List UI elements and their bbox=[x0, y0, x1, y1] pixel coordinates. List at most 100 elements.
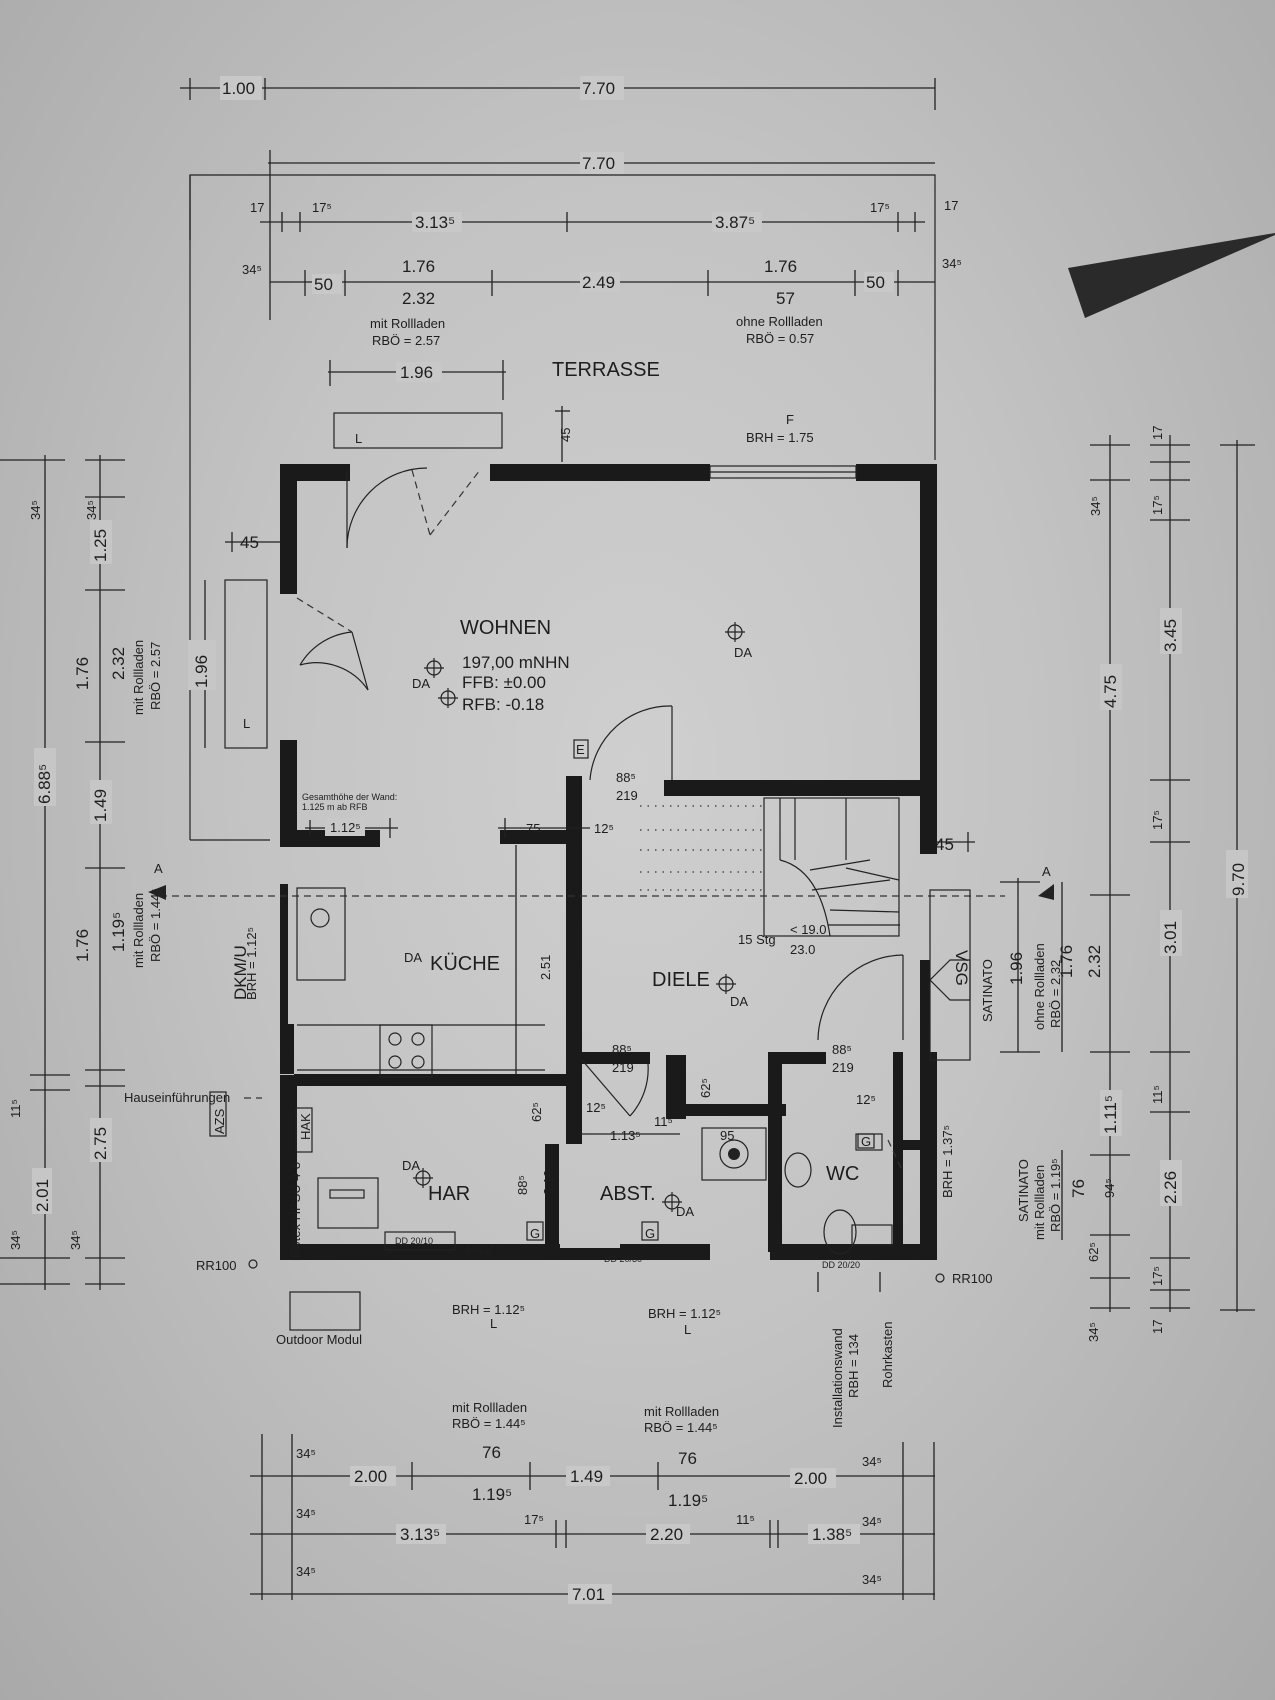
dim-95: 95 bbox=[720, 1128, 734, 1143]
dim-side-45: 45 bbox=[240, 533, 259, 552]
left-window2-rbo: RBÖ = 1.44⁵ bbox=[148, 888, 163, 962]
burner-icon bbox=[388, 1055, 402, 1069]
dim-50-right: 50 bbox=[866, 273, 885, 292]
section-arrow-right-icon bbox=[1038, 884, 1054, 900]
dim-2-00-left: 2.00 bbox=[354, 1467, 387, 1486]
top-dimensions: 1.00 7.70 7.70 17 17⁵ 3.13⁵ 3.87⁵ 17⁵ 17… bbox=[180, 76, 962, 462]
marker-l-abst: L bbox=[684, 1322, 691, 1337]
dim-left-inner-34-5: 34⁵ bbox=[84, 500, 99, 520]
outdoor-unit bbox=[289, 1291, 361, 1331]
g-box-abst bbox=[641, 1221, 659, 1241]
dim-17-left: 17 bbox=[250, 200, 264, 215]
g-box-har bbox=[526, 1221, 544, 1241]
bottom-win2-76: 76 bbox=[678, 1449, 697, 1468]
doors bbox=[296, 467, 904, 1171]
marker-l-west: L bbox=[243, 716, 250, 731]
rotex-unit-label: Rotex HPSU 4-8 bbox=[288, 1162, 303, 1258]
dim-17-5-left: 17⁵ bbox=[312, 200, 332, 215]
room-diele: DIELE bbox=[652, 969, 710, 991]
da-diele: DA bbox=[730, 994, 748, 1009]
wall-note-1: Gesamthöhe der Wand: bbox=[302, 792, 397, 802]
room-har: HAR bbox=[428, 1183, 470, 1205]
room-wc: WC bbox=[826, 1163, 859, 1185]
dim-34-5-tr: 34⁵ bbox=[942, 256, 962, 271]
dim-r2-17-5-b: 17⁵ bbox=[1150, 810, 1165, 830]
dim-1-76-right: 1.76 bbox=[764, 257, 797, 276]
vsg-frame bbox=[929, 889, 971, 1061]
dim-1-76-left-b: 1.76 bbox=[73, 929, 92, 962]
section-arrow-left-icon bbox=[148, 885, 166, 900]
door-wc-88: 88⁵ bbox=[832, 1042, 852, 1057]
wohnen-elevation: 197,00 mNHN bbox=[462, 653, 570, 672]
dim-1-76-left: 1.76 bbox=[402, 257, 435, 276]
door-wc-219: 219 bbox=[832, 1060, 854, 1075]
dim-17-right: 17 bbox=[944, 198, 958, 213]
dkmu-label: DKM/U bbox=[231, 945, 250, 1000]
room-abst: ABST. bbox=[600, 1183, 656, 1205]
dim-r-76: 76 bbox=[1069, 1179, 1088, 1198]
heat-pump-unit bbox=[317, 1177, 379, 1229]
azs-box bbox=[209, 1091, 227, 1137]
wohnen-rfb: RFB: -0.18 bbox=[462, 695, 544, 714]
rr100-right-icon bbox=[935, 1273, 945, 1283]
bottom-win1-rbo: RBÖ = 1.44⁵ bbox=[452, 1416, 526, 1431]
dim-45-terrace: 45 bbox=[558, 428, 573, 442]
window-right-rollladen: ohne Rollladen bbox=[736, 314, 823, 329]
rr100-left-icon bbox=[248, 1259, 258, 1269]
heat-pump-display bbox=[329, 1189, 365, 1199]
bottom-win1-1-19: 1.19⁵ bbox=[472, 1485, 512, 1504]
dim-terrace-1-96: 1.96 bbox=[400, 363, 433, 382]
right-window-rbo: RBÖ = 2.32 bbox=[1048, 960, 1063, 1028]
dim-left-2-32: 2.32 bbox=[109, 647, 128, 680]
bottom-dimensions: mit Rollladen RBÖ = 1.44⁵ 76 1.19⁵ mit R… bbox=[250, 1400, 935, 1604]
stairs-riser: < 19.0 bbox=[790, 922, 827, 937]
e-box bbox=[573, 739, 589, 759]
dkmu-brh: BRH = 1.12⁵ bbox=[244, 927, 259, 1000]
hkv: HKV bbox=[466, 1242, 493, 1257]
rr100-left: RR100 bbox=[196, 1258, 236, 1273]
stairs-count: 15 Stg bbox=[738, 932, 776, 947]
satinato-wc-window: SATINATO bbox=[1016, 1159, 1031, 1222]
dim-12-5-abst: 12⁵ bbox=[586, 1100, 606, 1115]
room-wohnen: WOHNEN bbox=[460, 617, 551, 639]
dim-r-34-5-b: 34⁵ bbox=[1086, 1322, 1101, 1342]
rohrkasten-label: Rohrkasten bbox=[880, 1322, 895, 1388]
bottom-win2-rbo: RBÖ = 1.44⁵ bbox=[644, 1420, 718, 1435]
left-window-rbo: RBÖ = 2.57 bbox=[148, 642, 163, 710]
outdoor-modul-label: Outdoor Modul bbox=[276, 1332, 362, 1347]
dim-12-5-diele: 12⁵ bbox=[594, 821, 614, 836]
burner-icon bbox=[411, 1055, 425, 1069]
washer-center-icon bbox=[728, 1148, 740, 1160]
azs-label: AZS bbox=[212, 1108, 227, 1134]
dim-2-19: 2.19 bbox=[541, 1170, 556, 1195]
installationswand-label: Installationswand bbox=[830, 1328, 845, 1428]
door-abst-88: 88⁵ bbox=[612, 1042, 632, 1057]
dim-12-5-wc: 12⁵ bbox=[856, 1092, 876, 1107]
brh-wc: BRH = 1.37⁵ bbox=[940, 1125, 955, 1198]
marker-g-wc: G bbox=[861, 1134, 871, 1149]
dim-r2-17-5-a: 17⁵ bbox=[1150, 495, 1165, 515]
dim-1-49: 1.49 bbox=[91, 789, 110, 822]
dim-1-25: 1.25 bbox=[91, 529, 110, 562]
burner-icon bbox=[388, 1032, 402, 1046]
da-har: DA bbox=[402, 1158, 420, 1173]
dim-r2-17-a: 17 bbox=[1150, 426, 1165, 440]
da-kueche: DA bbox=[404, 950, 422, 965]
dim-3-01: 3.01 bbox=[1161, 921, 1180, 954]
dd-wc: DD 20/20 bbox=[822, 1260, 860, 1270]
dim-b-11-5: 11⁵ bbox=[736, 1512, 755, 1527]
toilet bbox=[823, 1209, 857, 1255]
dim-34-5-tl: 34⁵ bbox=[242, 262, 262, 277]
door-abst-219: 219 bbox=[612, 1060, 634, 1075]
dim-side-1-96: 1.96 bbox=[192, 655, 211, 688]
wall-note-2: 1.125 m ab RFB bbox=[302, 802, 368, 812]
marker-l-har: L bbox=[490, 1316, 497, 1331]
dim-57: 57 bbox=[776, 289, 795, 308]
hak-label: HAK bbox=[298, 1113, 313, 1140]
dim-r-1-76: 1.76 bbox=[1057, 945, 1076, 978]
dim-62-5-r: 62⁵ bbox=[1086, 1242, 1101, 1262]
dim-left-inner-34-5-b: 34⁵ bbox=[68, 1230, 83, 1250]
room-kueche: KÜCHE bbox=[430, 953, 500, 975]
dim-1-76-left-a: 1.76 bbox=[73, 657, 92, 690]
dim-left-34-5-b: 34⁵ bbox=[8, 1230, 23, 1250]
